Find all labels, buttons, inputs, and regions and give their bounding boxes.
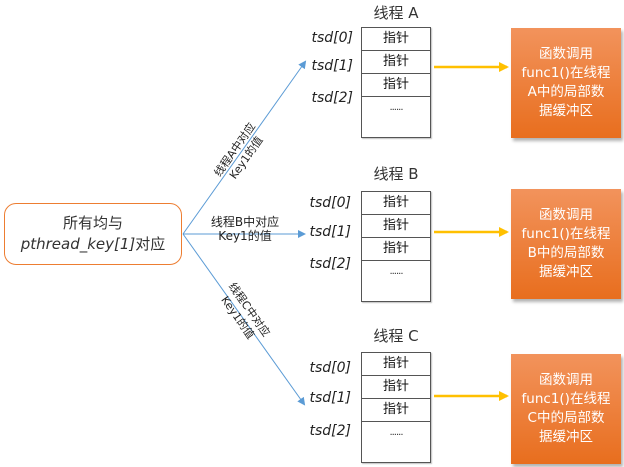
buffer-line: 函数调用 [538,372,593,388]
arrow-to-thread-a [182,60,307,235]
arrow-to-thread-c [182,233,306,406]
buffer-line: B中的局部数 [527,245,605,261]
tsd-row: 指针 [362,215,430,238]
tsd-row: 指针 [362,238,430,261]
tsd-ellipsis: ...... [389,427,403,438]
buffer-line: func1()在线程 [521,65,611,81]
buffer-line: func1()在线程 [521,391,611,407]
buffer-line: 据缓冲区 [538,103,593,119]
buffer-line: 据缓冲区 [538,264,593,280]
thread-a-tsd-table: 指针 指针 指针 ...... [361,27,431,138]
tsd-label: tsd[0] [311,30,353,46]
buffer-line: A中的局部数 [527,84,605,100]
source-line-2: pthread_key[1]对应 [21,234,166,255]
tsd-label: tsd[2] [309,423,351,439]
thread-c-buffer-box: 函数调用 func1()在线程 C中的局部数 据缓冲区 [511,354,621,464]
tsd-label: tsd[1] [311,58,353,74]
tsd-row: 指针 [362,192,430,215]
thread-c-tsd-table: 指针 指针 指针 ...... [361,352,431,463]
thread-a-title: 线程 A [373,4,419,22]
tsd-ellipsis: ...... [389,266,403,277]
tsd-label: tsd[0] [309,360,351,376]
edge-label-thread-b: 线程B中对应 Key1的值 [200,215,290,243]
tsd-row: 指针 [362,51,430,74]
buffer-line: C中的局部数 [527,410,605,426]
thread-c-title: 线程 C [373,327,419,345]
tsd-label: tsd[1] [309,390,351,406]
tsd-label: tsd[2] [311,90,353,106]
tsd-ellipsis: ...... [389,102,403,113]
thread-b-buffer-box: 函数调用 func1()在线程 B中的局部数 据缓冲区 [511,189,621,299]
source-key-suffix: 对应 [135,235,166,253]
thread-b-tsd-table: 指针 指针 指针 ...... [361,191,431,302]
buffer-line: func1()在线程 [521,226,611,242]
buffer-line: 函数调用 [538,207,593,223]
thread-a-buffer-box: 函数调用 func1()在线程 A中的局部数 据缓冲区 [511,28,621,138]
source-key-name: pthread_key[1] [20,235,136,253]
tsd-row: 指针 [362,74,430,97]
tsd-label: tsd[0] [309,195,351,211]
edge-label-line: 线程B中对应 [210,215,280,229]
tsd-label: tsd[1] [309,224,351,240]
source-line-1: 所有均与 [62,214,123,232]
tsd-row: 指针 [362,28,430,51]
buffer-line: 据缓冲区 [538,429,593,445]
tsd-label: tsd[2] [309,256,351,272]
tsd-row: 指针 [362,376,430,399]
tsd-row: 指针 [362,399,430,422]
thread-b-title: 线程 B [373,165,419,183]
pthread-key-source-box: 所有均与 pthread_key[1]对应 [4,203,182,265]
tsd-row: 指针 [362,353,430,376]
buffer-line: 函数调用 [538,46,593,62]
edge-label-line: Key1的值 [218,229,272,243]
